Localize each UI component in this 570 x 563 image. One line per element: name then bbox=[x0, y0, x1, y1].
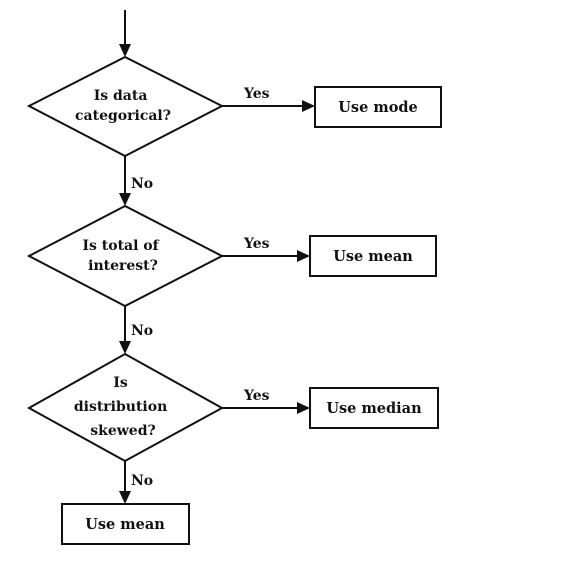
decision-total-line-1: Is total of bbox=[82, 238, 159, 254]
decision-diamond-total bbox=[26, 204, 225, 308]
no-label-1: No bbox=[131, 176, 153, 192]
yes-arrowhead-3 bbox=[297, 402, 310, 414]
outcome-use-median-label: Use median bbox=[326, 400, 422, 417]
yes-label-1: Yes bbox=[243, 86, 270, 102]
no-arrowhead-3 bbox=[119, 491, 131, 504]
entry-arrowhead bbox=[119, 44, 131, 57]
no-label-2: No bbox=[131, 323, 153, 339]
outcome-use-mean-final-label: Use mean bbox=[85, 516, 165, 533]
outcome-use-mean-label: Use mean bbox=[333, 248, 413, 265]
outcome-box-use-mean bbox=[309, 235, 437, 277]
decision-skewed-line-1: Is bbox=[113, 375, 128, 391]
outcome-box-use-mean-final bbox=[61, 503, 190, 545]
outcome-box-use-mode bbox=[314, 86, 442, 128]
outcome-box-use-median bbox=[309, 387, 439, 429]
no-arrowhead-2 bbox=[119, 341, 131, 354]
decision-skewed-line-3: skewed? bbox=[90, 423, 155, 439]
decision-total-text: Is total of interest? bbox=[82, 238, 163, 274]
yes-label-3: Yes bbox=[243, 388, 270, 404]
decision-categorical-line-2: categorical? bbox=[75, 108, 171, 124]
no-arrowhead-1 bbox=[119, 193, 131, 206]
yes-arrowhead-1 bbox=[302, 100, 315, 112]
no-label-3: No bbox=[131, 473, 153, 489]
yes-arrowhead-2 bbox=[297, 250, 310, 262]
outcome-use-mode-label: Use mode bbox=[338, 99, 417, 116]
decision-categorical-text: Is data categorical? bbox=[75, 88, 171, 124]
decision-diamond-categorical bbox=[26, 55, 225, 158]
decision-skewed-line-2: distribution bbox=[74, 399, 167, 415]
yes-label-2: Yes bbox=[243, 236, 270, 252]
decision-skewed-text: Is distribution skewed? bbox=[74, 375, 172, 439]
decision-categorical-line-1: Is data bbox=[94, 88, 148, 104]
decision-total-line-2: interest? bbox=[88, 258, 158, 274]
